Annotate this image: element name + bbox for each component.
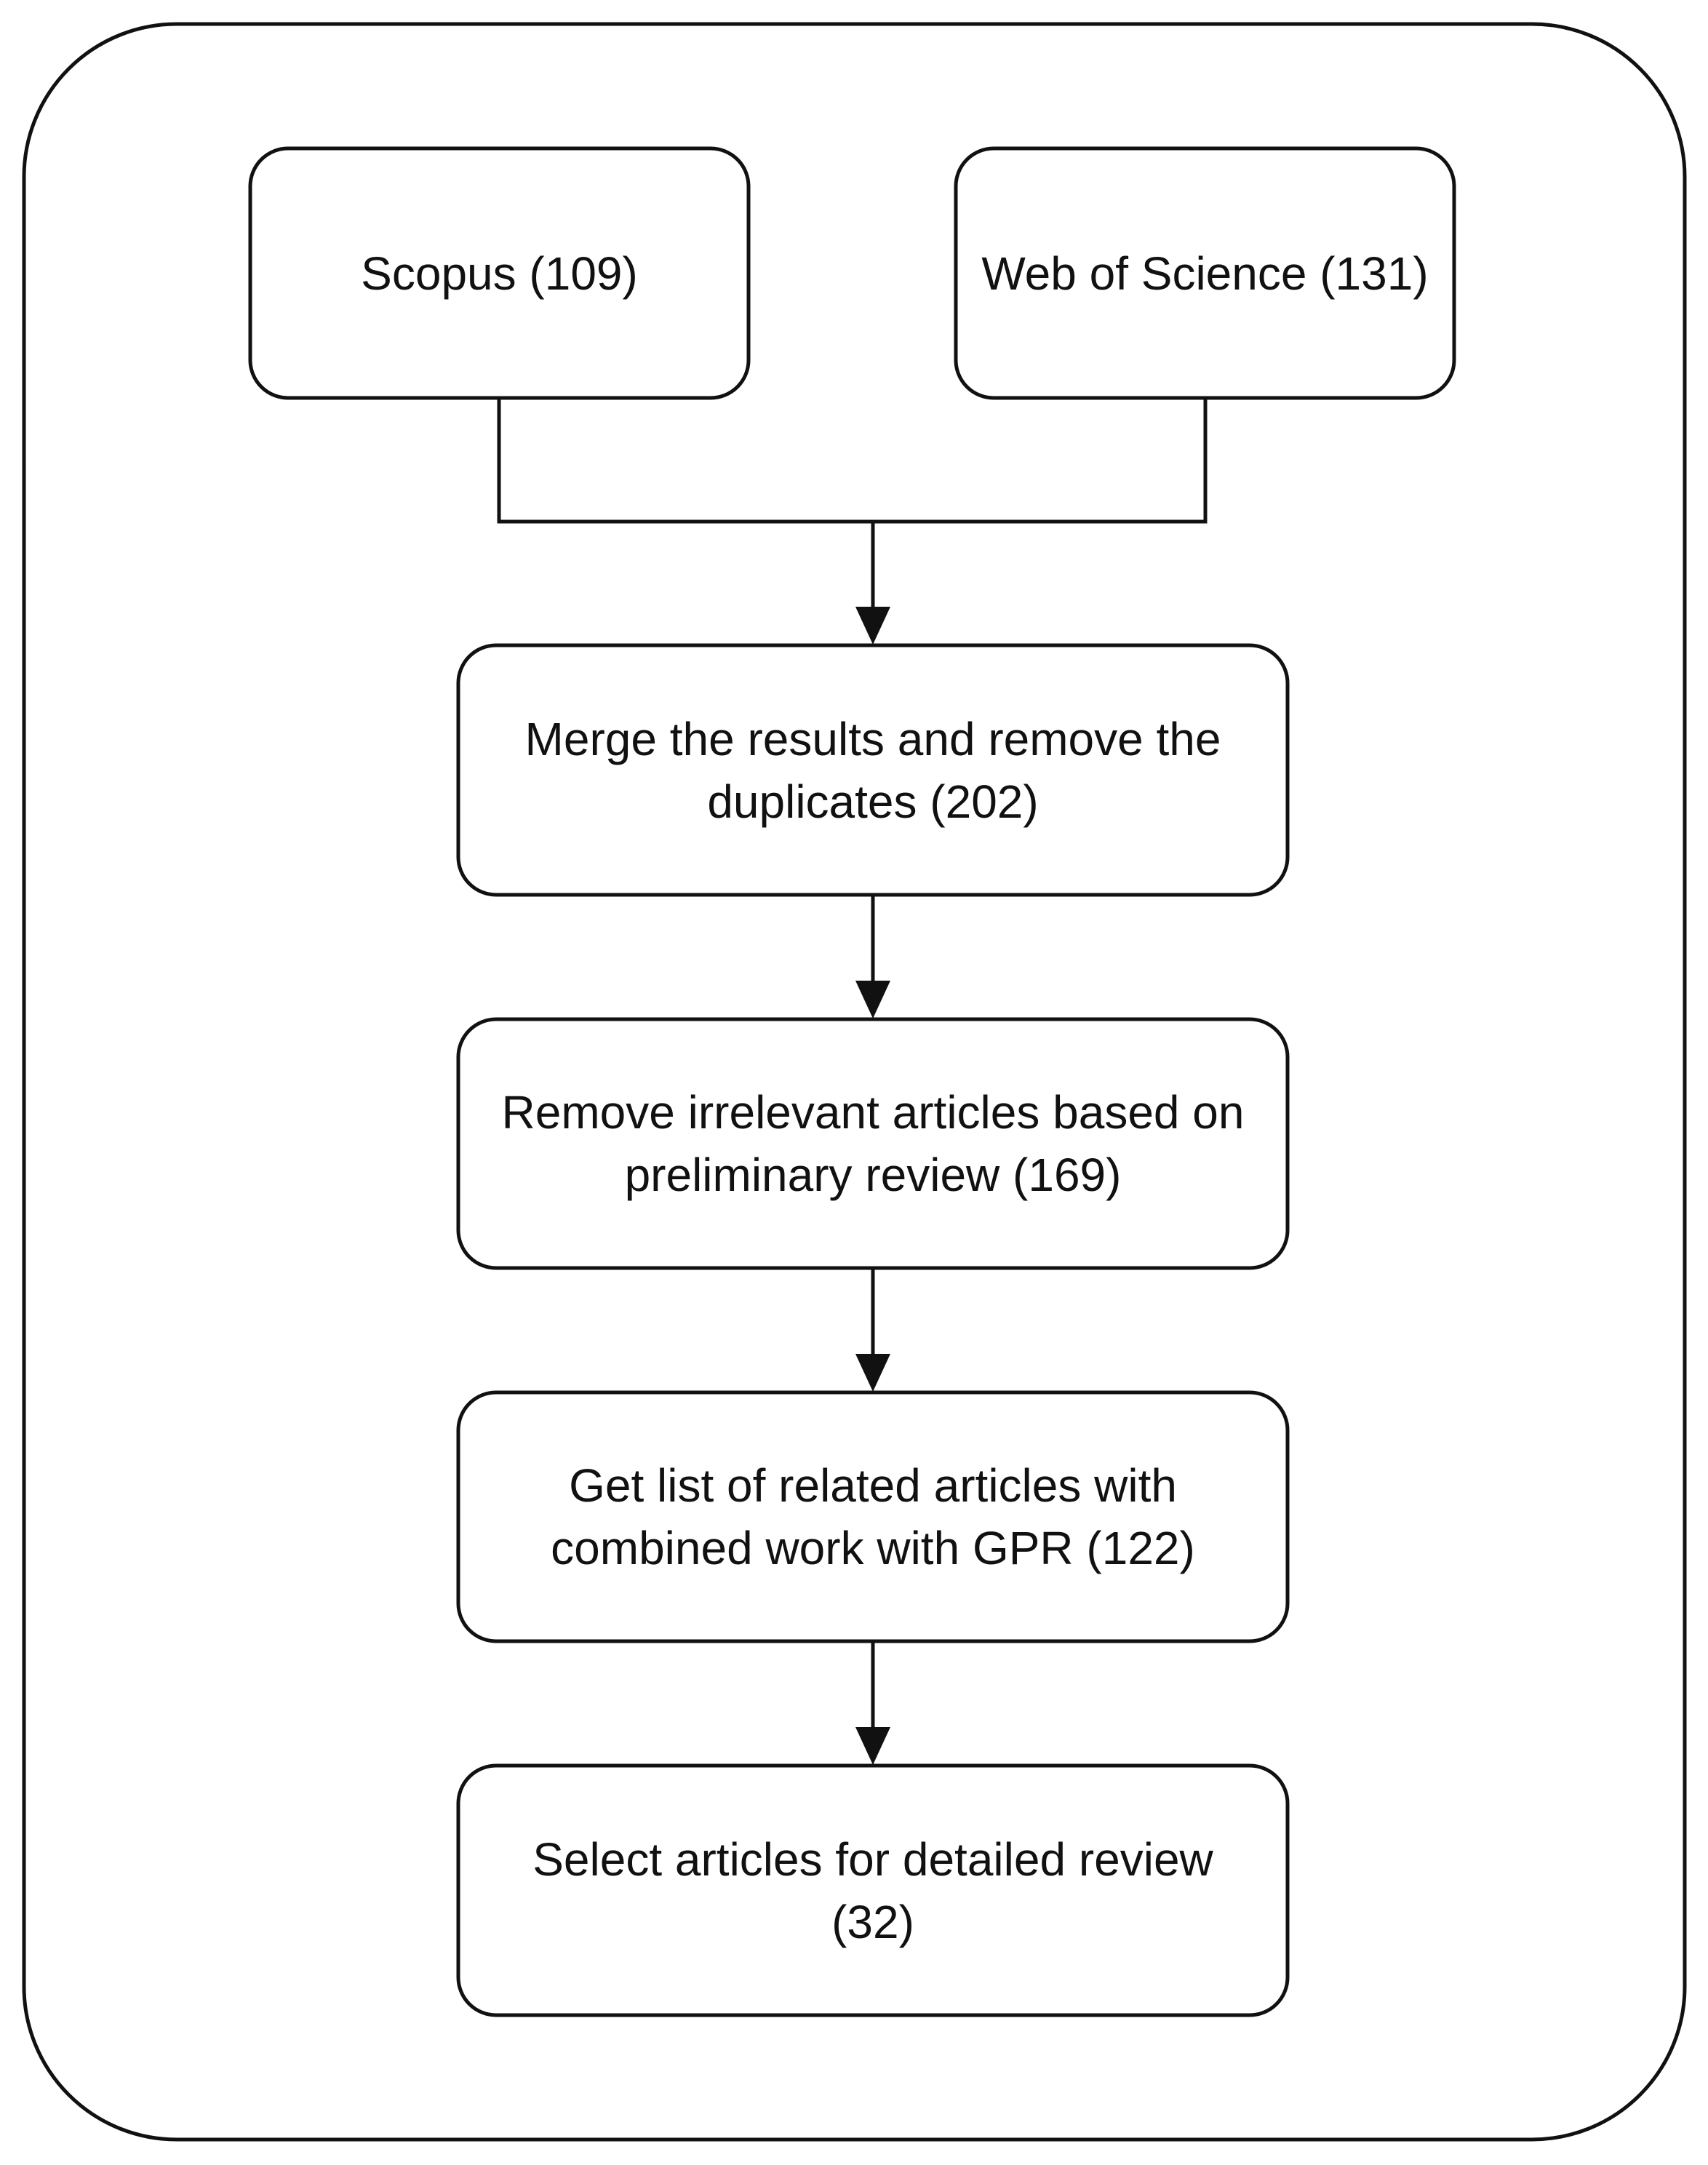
select-articles-label: Select articles for detailed review (32) xyxy=(532,1833,1213,1948)
related-articles-label: Get list of related articles with combin… xyxy=(551,1459,1195,1574)
arrow-to-related xyxy=(855,1268,890,1392)
merge-box xyxy=(456,643,1290,897)
web-of-science-label: Web of Science (131) xyxy=(981,247,1429,300)
related-articles-box xyxy=(456,1390,1290,1643)
scopus-label: Scopus (109) xyxy=(361,247,638,300)
merge-connector xyxy=(497,398,1208,524)
arrow-to-select xyxy=(855,1641,890,1765)
arrow-to-remove xyxy=(855,895,890,1018)
merge-label: Merge the results and remove the duplica… xyxy=(524,712,1221,828)
remove-irrelevant-box xyxy=(456,1017,1290,1270)
remove-irrelevant-label: Remove irrelevant articles based on prel… xyxy=(501,1086,1245,1201)
arrow-to-merge xyxy=(855,522,890,645)
select-articles-box xyxy=(456,1763,1290,2017)
